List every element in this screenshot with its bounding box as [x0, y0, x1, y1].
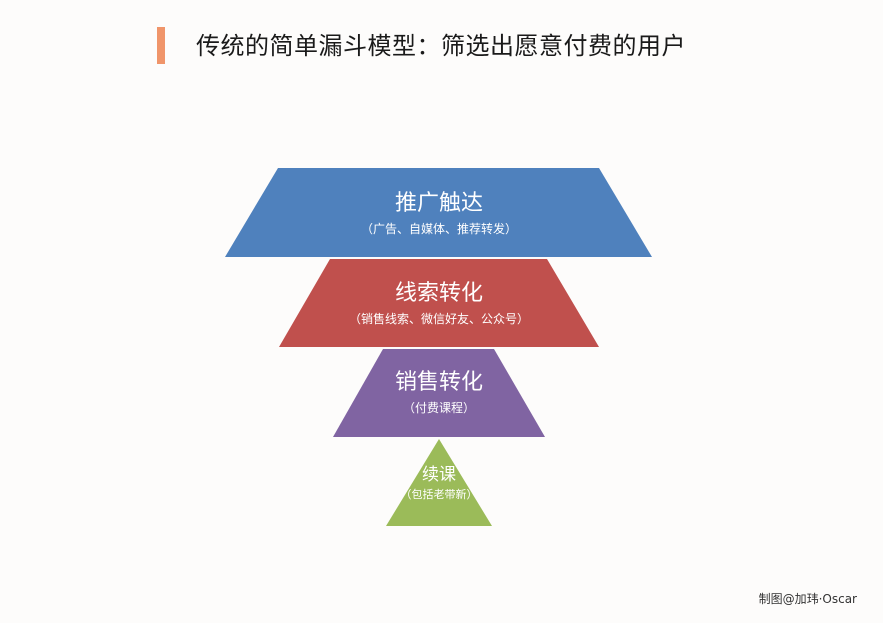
funnel-stage-4: 续课 （包括老带新）	[401, 463, 478, 503]
stage-sublabel: （广告、自媒体、推荐转发）	[360, 222, 518, 236]
credit-text: 制图@加玮·Oscar	[758, 592, 857, 606]
funnel-stage-3-shape	[333, 349, 545, 437]
stage-sublabel: （销售线索、微信好友、公众号）	[348, 312, 530, 326]
page-title: 传统的简单漏斗模型：筛选出愿意付费的用户	[196, 32, 686, 60]
stage-label: 销售转化	[394, 370, 484, 395]
funnel-stage-3: 销售转化 （付费课程）	[395, 368, 483, 418]
stage-sublabel: （付费课程）	[402, 401, 476, 415]
funnel-stage-1: 推广触达 （广告、自媒体、推荐转发）	[361, 189, 517, 239]
stage-label: 续课	[422, 465, 456, 485]
funnel-stage-2-shape	[279, 259, 599, 347]
funnel-stage-4-shape	[386, 439, 492, 526]
title-accent-bar	[157, 27, 165, 64]
stage-label: 推广触达	[394, 191, 484, 216]
stage-sublabel: （包括老带新）	[400, 488, 478, 501]
funnel-stage-1-shape	[225, 168, 652, 257]
stage-label: 线索转化	[394, 281, 484, 306]
funnel-stage-2: 线索转化 （销售线索、微信好友、公众号）	[349, 279, 529, 329]
